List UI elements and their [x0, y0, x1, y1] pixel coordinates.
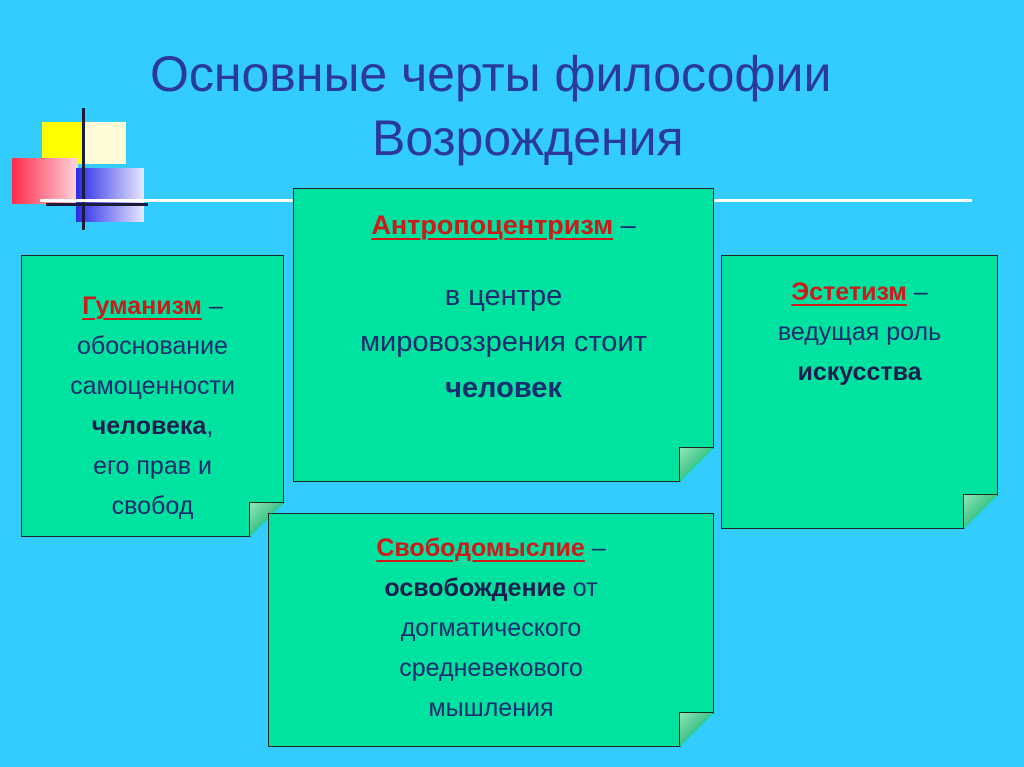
- card-freethinking-after: от: [565, 574, 598, 602]
- term-aestheticism: Эстетизм: [791, 278, 907, 306]
- card-humanism-emphasis: человека: [91, 412, 207, 440]
- card-humanism-emphasis-line: человека,: [22, 406, 283, 446]
- card-freethinking-heading: Свободомыслие –: [269, 528, 713, 568]
- decor-square-blue: [76, 168, 144, 222]
- page-curl-icon: [679, 447, 713, 481]
- decor-square-red: [12, 158, 78, 204]
- card-humanism-line1: обоснование: [77, 332, 228, 360]
- term-dash: –: [584, 534, 606, 562]
- term-dash: –: [201, 292, 223, 320]
- slide-title-line2: Возрождения: [372, 110, 684, 166]
- term-humanism: Гуманизм: [82, 292, 202, 320]
- card-anthropocentrism-heading: Антропоцентризм –: [294, 203, 713, 247]
- card-freethinking-line2: средневекового: [399, 654, 583, 682]
- term-freethinking: Свободомыслие: [376, 534, 585, 562]
- term-dash: –: [906, 278, 928, 306]
- decor-square-yellow: [42, 122, 84, 164]
- card-anthropocentrism-line1: в центре: [444, 280, 563, 312]
- term-anthropocentrism: Антропоцентризм: [371, 210, 614, 240]
- decor-square-white: [84, 122, 126, 164]
- decor-line-vertical: [82, 108, 85, 230]
- card-aestheticism-emphasis: искусства: [797, 358, 922, 386]
- page-curl-icon: [963, 494, 997, 528]
- card-humanism-line3: его прав и: [93, 452, 212, 480]
- slide-title: Основные черты философии Возрождения: [150, 42, 1010, 170]
- card-anthropocentrism: Антропоцентризм – в центре мировоззрения…: [293, 188, 714, 482]
- card-anthropocentrism-line2: мировоззрения стоит: [360, 326, 647, 358]
- card-humanism: Гуманизм – обоснование самоценности чело…: [21, 255, 284, 537]
- card-humanism-line2: самоценности: [70, 372, 235, 400]
- decor-line-horizontal: [46, 203, 148, 206]
- card-freethinking: Свободомыслие – освобождение от догматич…: [268, 513, 714, 747]
- card-humanism-line4: свобод: [111, 492, 194, 520]
- card-freethinking-line1: догматического: [400, 614, 582, 642]
- page-curl-icon: [679, 712, 713, 746]
- card-freethinking-emphasis: освобождение: [384, 574, 566, 602]
- card-humanism-comma: ,: [206, 412, 214, 440]
- card-freethinking-line3: мышления: [428, 694, 554, 722]
- card-humanism-heading: Гуманизм –: [22, 286, 283, 326]
- card-aestheticism: Эстетизм – ведущая роль искусства: [721, 255, 998, 529]
- card-freethinking-emphasis-line: освобождение от: [269, 568, 713, 608]
- card-aestheticism-line1: ведущая роль: [777, 318, 942, 346]
- card-aestheticism-heading: Эстетизм –: [722, 272, 997, 312]
- slide-title-line1: Основные черты философии: [150, 46, 832, 102]
- card-anthropocentrism-emphasis: человек: [445, 372, 562, 404]
- term-dash: –: [613, 210, 636, 240]
